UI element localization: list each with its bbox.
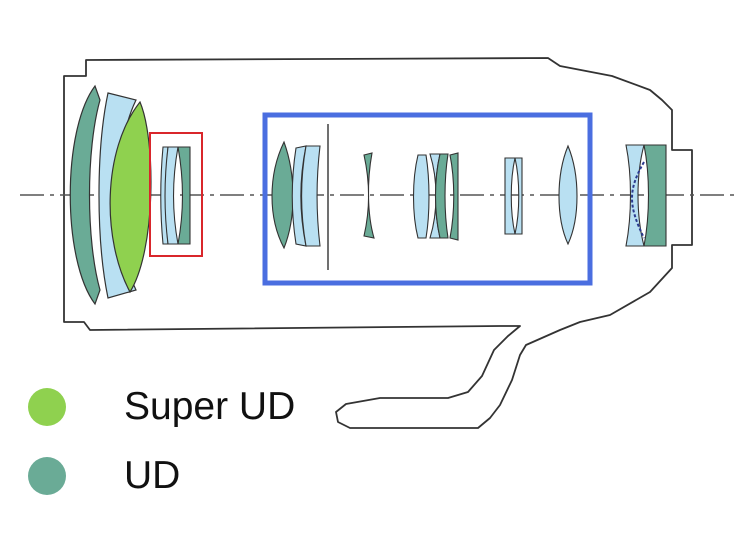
super-ud-swatch [28,387,66,426]
lens-group-rear [625,144,667,247]
legend-label-super-ud: Super UD [124,385,296,428]
lens-group-second [149,132,203,257]
legend-super-ud: Super UD [28,387,295,426]
legend-label-ud: UD [124,454,181,497]
lens-barrel-outline [63,57,693,429]
front-lens-ud-element [69,84,101,306]
ud-swatch [28,456,66,495]
legend-ud: UD [28,456,180,495]
lens-group-middle [262,112,593,286]
